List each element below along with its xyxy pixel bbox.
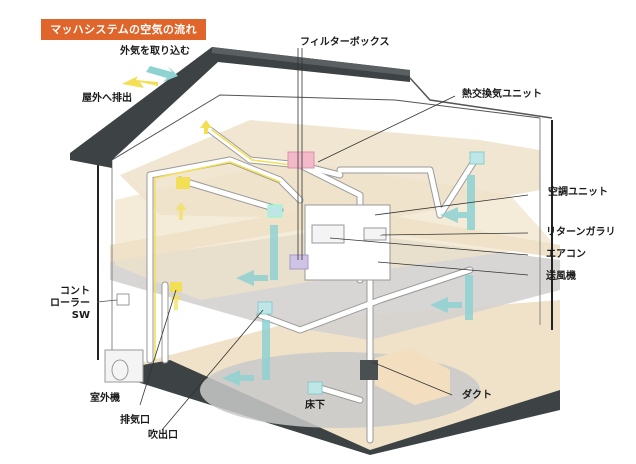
label-blower: 送風機	[546, 271, 576, 282]
outdoor-unit-fan	[111, 359, 129, 381]
leader-lines	[139, 48, 529, 431]
label-underfloor: 床下	[305, 400, 325, 411]
yellow-terminal-1	[176, 177, 190, 189]
teal-terminal-3	[469, 151, 485, 165]
rising-arrow-2	[170, 292, 182, 310]
air-conditioner-box	[311, 224, 345, 244]
duct-riser-box	[360, 360, 378, 380]
label-exhaust: 屋外へ排出	[82, 93, 132, 104]
label-controller-2: ローラー	[50, 298, 90, 309]
duct-stack	[375, 348, 450, 405]
label-air-conditioner: エアコン	[546, 249, 586, 260]
label-outlet: 吹出口	[148, 430, 178, 441]
label-controller-1: コント	[60, 286, 90, 297]
exhaust-arrow	[122, 76, 158, 88]
intake-arrow	[146, 66, 178, 82]
filter-box	[287, 151, 315, 169]
label-duct: ダクト	[462, 390, 492, 401]
label-intake: 外気を取り込む	[120, 46, 190, 57]
return-gallery-box	[363, 227, 387, 241]
controller-switch	[116, 293, 130, 306]
outdoor-unit	[104, 349, 144, 383]
label-return-gallery: リターンガラリ	[546, 227, 616, 238]
controller-leader	[96, 299, 118, 303]
teal-terminal-1	[267, 204, 283, 218]
attic-exhaust-arrow	[200, 120, 212, 134]
rising-arrow-1	[175, 202, 187, 220]
roof-edge	[212, 47, 410, 76]
teal-terminal-4	[307, 381, 323, 395]
gable-outline	[111, 94, 541, 161]
label-exhaust-port: 排気口	[120, 415, 150, 426]
diagram-title: マッハシステムの空気の流れ	[50, 23, 197, 36]
roof-rake	[409, 77, 553, 119]
label-heat-exchange-unit: 熱交換気ユニット	[462, 89, 542, 100]
heat-exchange-unit	[289, 254, 309, 270]
label-controller-3: SW	[71, 310, 90, 321]
teal-terminal-2	[257, 301, 273, 315]
roof	[70, 47, 410, 168]
label-outdoor-unit: 室外機	[90, 393, 120, 404]
title-badge-bg	[41, 19, 206, 40]
label-filter-box: フィルターボックス	[300, 37, 390, 48]
yellow-terminal-2	[170, 282, 182, 292]
label-ac-unit: 空調ユニット	[548, 187, 608, 198]
